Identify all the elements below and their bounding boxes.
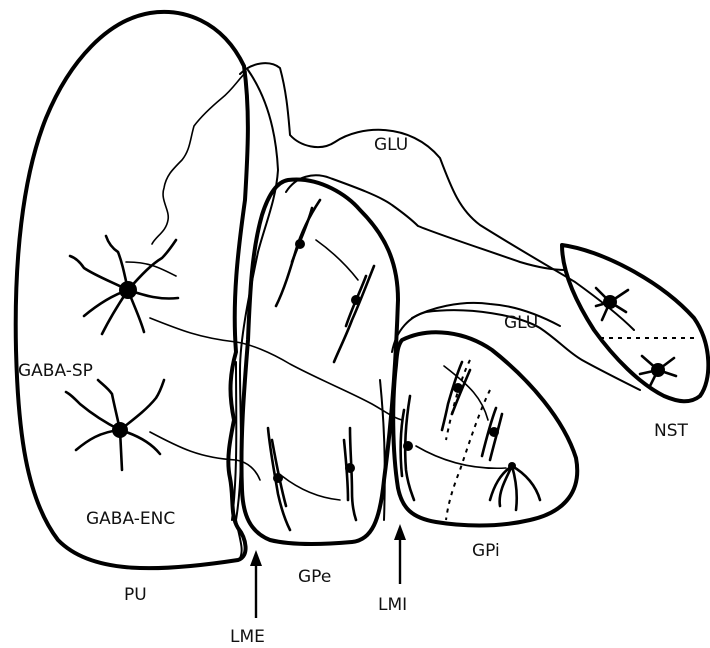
lmi-arrow — [394, 524, 406, 584]
pale-region-outline — [240, 63, 634, 330]
striatal-axon-upper — [152, 72, 246, 244]
label-gpi: GPi — [472, 541, 500, 561]
gpe-neuron-upper-left — [276, 200, 320, 306]
gpe-neuron-upper-right — [334, 266, 374, 362]
gaba-sp-neuron — [70, 236, 178, 334]
nst-neuron-upper — [596, 288, 628, 320]
label-gpe: GPe — [298, 567, 331, 587]
label-pu: PU — [124, 585, 147, 605]
gpe-neuron-lower-right — [344, 428, 356, 520]
nst-neuron-lower — [640, 356, 676, 386]
label-lme: LME — [230, 627, 265, 647]
label-gaba-enc: GABA-ENC — [86, 509, 175, 529]
label-nst: NST — [654, 421, 689, 441]
gpi-neuron-bushy — [490, 462, 540, 510]
gpi-outline — [393, 332, 577, 525]
gpi-neuron-left — [401, 396, 414, 500]
gaba-enc-neuron — [66, 380, 164, 470]
striatal-axon-middle — [126, 262, 176, 276]
gaba-sp-axon — [150, 318, 402, 420]
lme-arrow — [250, 550, 262, 618]
gpe-lower-axon — [282, 476, 340, 500]
label-gaba-sp: GABA-SP — [18, 361, 93, 381]
glu-upper-tract — [286, 175, 566, 270]
gpe-link-axon — [316, 240, 358, 280]
gpi-neuron-right — [482, 408, 502, 460]
nst-outline — [562, 245, 708, 401]
gpe-outline — [241, 179, 398, 544]
label-glu-lower: GLU — [504, 313, 538, 333]
label-lmi: LMI — [378, 595, 407, 615]
label-glu-upper: GLU — [374, 135, 408, 155]
